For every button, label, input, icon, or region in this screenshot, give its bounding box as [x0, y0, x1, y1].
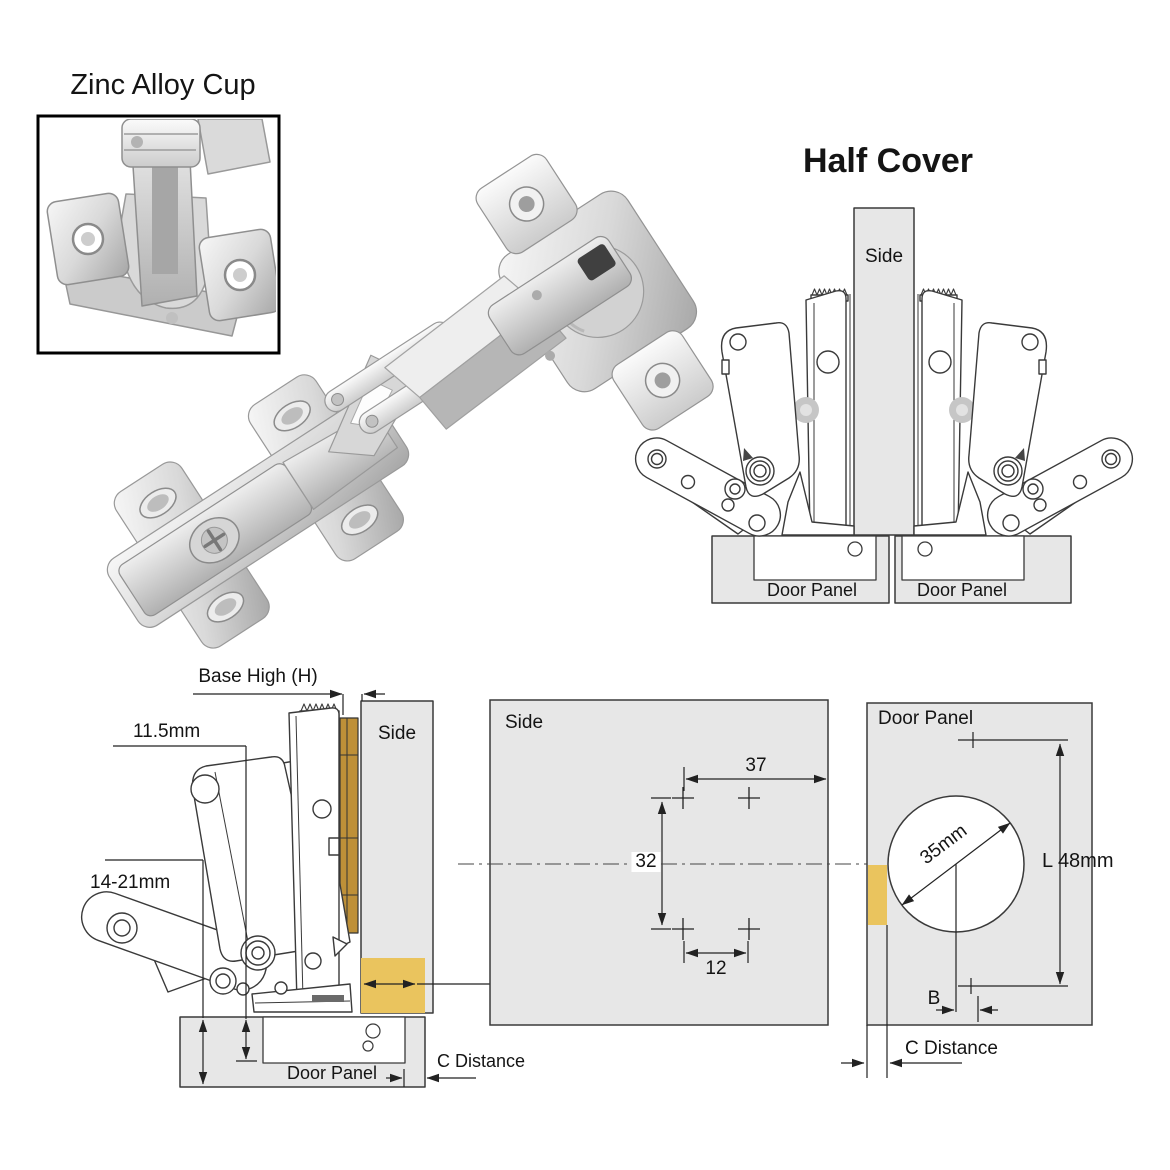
base-height-label: Base High (H) [198, 666, 318, 687]
installation-c-distance-label: C Distance [437, 1051, 526, 1071]
installation-side-view [80, 689, 490, 1088]
inset-photo-title: Zinc Alloy Cup [70, 69, 256, 101]
half-cover-diagram [634, 207, 1141, 604]
half-cover-left-door-label: Door Panel [766, 580, 858, 600]
range-14-21mm-label: 14-21mm [90, 872, 171, 893]
side-drilling-panel-label: Side [505, 712, 544, 733]
gold-highlight-square [361, 958, 425, 1013]
cabinet-side-panel [853, 207, 915, 536]
side-panel-drilling-diagram [458, 699, 1034, 1026]
half-cover-right-door-label: Door Panel [916, 580, 1008, 600]
gold-highlight-strip [868, 865, 887, 925]
offset-11-5mm-label: 11.5mm [133, 721, 201, 742]
door-drilling-panel-label: Door Panel [878, 708, 974, 729]
screw-position-crosses [672, 787, 760, 940]
installation-dimension-lines [105, 689, 490, 1087]
dim-12-label: 12 [705, 958, 727, 979]
door-drilling-dimension-lines [841, 732, 1068, 1078]
half-cover-side-label: Side [864, 246, 904, 267]
zinc-cup-inset-photo [36, 114, 281, 355]
door-c-distance-label: C Distance [905, 1038, 998, 1059]
dim-32-label: 32 [631, 852, 661, 872]
hinge-photo [106, 153, 714, 649]
l-48mm-label: L 48mm [1042, 850, 1114, 872]
installation-door-label: Door Panel [286, 1063, 378, 1083]
side-drilling-dimension-lines [651, 767, 827, 963]
installation-side-label: Side [377, 723, 417, 744]
main-diagram-title: Half Cover [802, 142, 974, 180]
door-panel-drilling-diagram [841, 702, 1093, 1078]
dim-37-label: 37 [745, 755, 767, 776]
b-dimension-label: B [927, 988, 941, 1009]
